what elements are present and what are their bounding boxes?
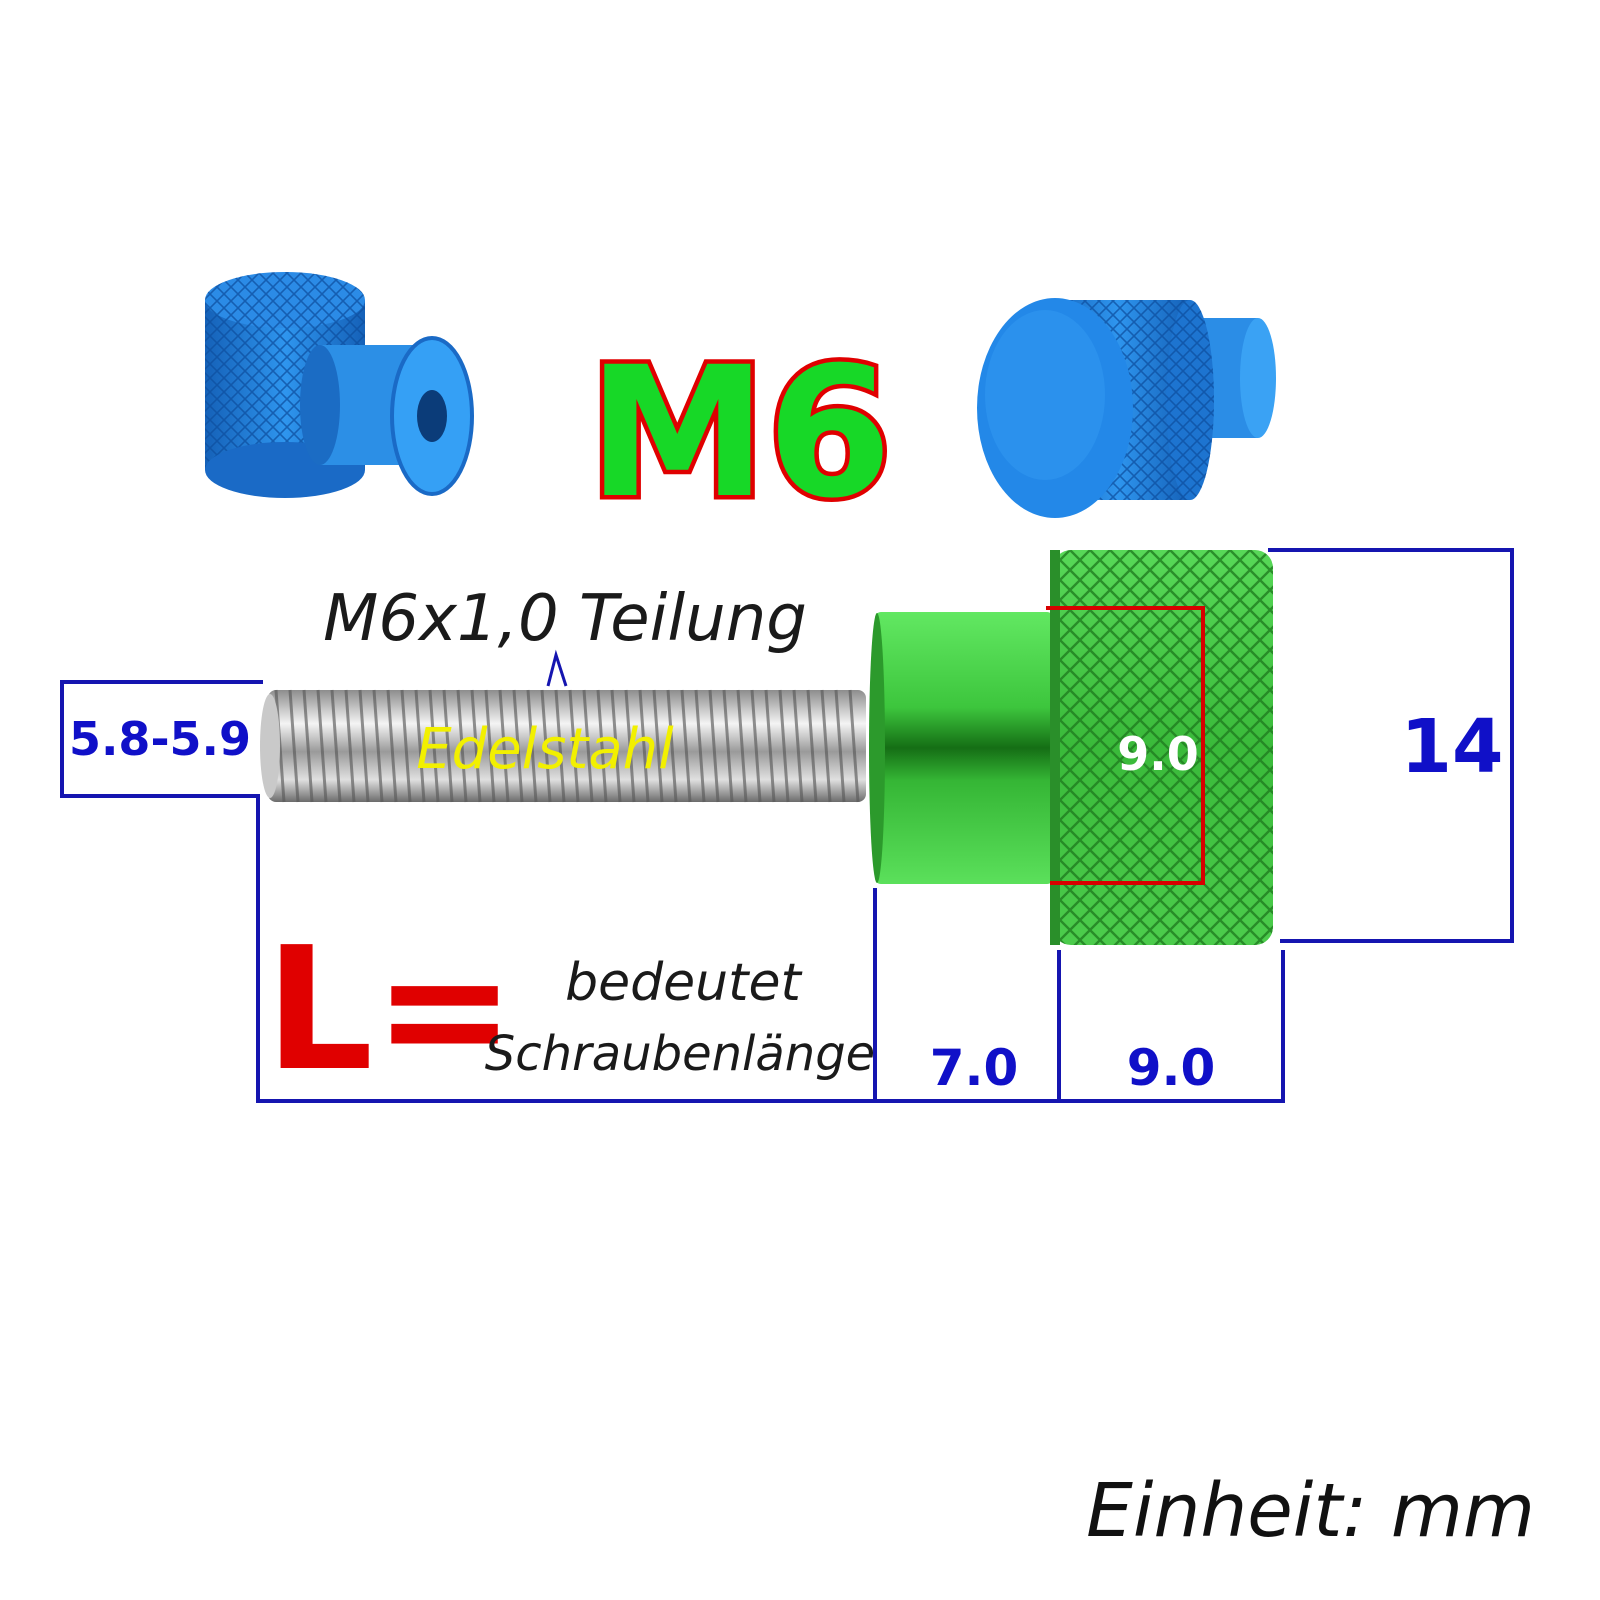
thread-ridge [764, 689, 776, 803]
length-text-line2: Schraubenlänge [485, 1026, 875, 1082]
thread-ridges [274, 689, 860, 803]
unit-label: Einheit: mm [1086, 1468, 1535, 1554]
thread-ridge [736, 689, 748, 803]
thread-ridge [302, 689, 314, 803]
thread-ridge [610, 689, 622, 803]
thread-ridge [554, 689, 566, 803]
thread-ridge [372, 689, 384, 803]
thread-ridge [470, 689, 482, 803]
thread-ridge [750, 689, 762, 803]
thread-diameter-label: 5.8-5.9 [69, 712, 251, 766]
thread-ridge [512, 689, 524, 803]
thread-ridge [498, 689, 510, 803]
collar-length-label: 7.0 [930, 1039, 1019, 1097]
head-diameter-bracket [1268, 548, 1514, 943]
length-symbol: L= [265, 911, 516, 1109]
thread-ridge [792, 689, 804, 803]
thread-ridge [778, 689, 790, 803]
thread-ridge [568, 689, 580, 803]
thread-ridge [708, 689, 720, 803]
thread-ridge [344, 689, 356, 803]
thread-ridge [288, 689, 300, 803]
thread-ridge [442, 689, 454, 803]
title-m6: M6 [588, 329, 892, 538]
thread-ridge [582, 689, 594, 803]
thread-ridge [638, 689, 650, 803]
dimension-lines [60, 548, 1514, 1103]
thread-ridge [540, 689, 552, 803]
thread-ridge [386, 689, 398, 803]
thread-ridge [428, 689, 440, 803]
thread-ridge [680, 689, 692, 803]
thread-ridge [596, 689, 608, 803]
thread-ridge [806, 689, 818, 803]
thread-ridge [456, 689, 468, 803]
thread-ridge [358, 689, 370, 803]
knurl-inner-label: 9.0 [1117, 727, 1199, 781]
thread-ridge [666, 689, 678, 803]
thread-ridge [834, 689, 846, 803]
blue-knob-front-icon [205, 272, 474, 498]
thread-ridge [316, 689, 328, 803]
head-diameter-label: 14 [1401, 704, 1504, 790]
material-label: Edelstahl [416, 717, 674, 782]
thread-ridge [652, 689, 664, 803]
knurl-inner-box [1046, 606, 1205, 885]
thread-ridge [624, 689, 636, 803]
blue-knob-back-icon [977, 298, 1276, 518]
thread-marker-caret [546, 649, 568, 687]
thread-ridge [526, 689, 538, 803]
thread-ridge [722, 689, 734, 803]
thread-ridge [330, 689, 342, 803]
thread-ridge [694, 689, 706, 803]
thread-pitch-label: M6x1,0 Teilung [323, 582, 807, 656]
thread-ridge [400, 689, 412, 803]
thumb-screw-icon [260, 550, 1273, 945]
head-length-label: 9.0 [1127, 1039, 1216, 1097]
thread-ridge [484, 689, 496, 803]
thread-ridge [848, 689, 860, 803]
length-text-line1: bedeutet [565, 953, 802, 1013]
thread-diameter-bracket [60, 680, 1285, 1103]
thread-ridge [414, 689, 426, 803]
thread-ridge [820, 689, 832, 803]
